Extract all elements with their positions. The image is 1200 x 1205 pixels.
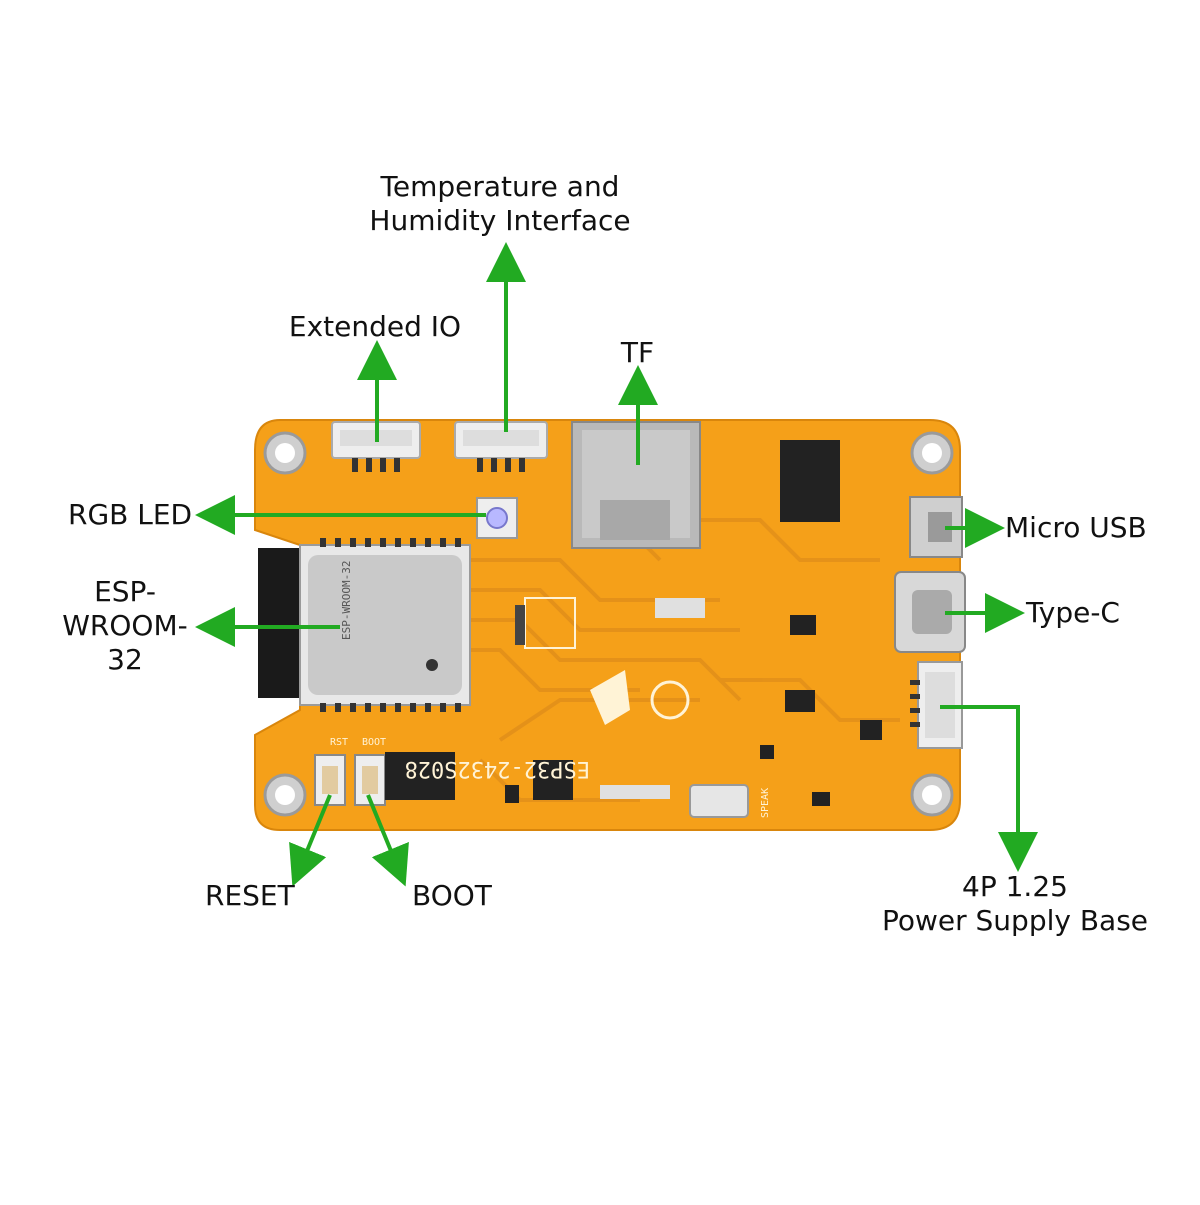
esp-pins: [320, 538, 461, 712]
pcb-traces: [470, 450, 900, 802]
esp-wroom-32-module: ESP-WROOM-32: [258, 538, 471, 712]
label-micro-usb: Micro USB: [1005, 511, 1147, 544]
u3-chip: [385, 752, 455, 800]
arrow-reset: [289, 794, 332, 887]
label-boot: BOOT: [412, 879, 492, 912]
arrow-power: [940, 705, 1038, 872]
speaker-connector: [689, 784, 749, 818]
label-type-c: Type-C: [1026, 596, 1120, 629]
mounting-holes: [263, 431, 954, 817]
label-tf: TF: [620, 336, 655, 369]
label-power-line2: Power Supply Base: [881, 904, 1149, 937]
arrow-boot: [366, 794, 409, 887]
label-power-supply: 4P 1.25 Power Supply Base: [870, 870, 1160, 938]
reset-silk: RST: [330, 737, 348, 748]
label-extended-io: Extended IO: [288, 310, 462, 343]
label-esp-line1: ESP-: [94, 575, 156, 608]
label-temp-humidity: Temperature and Humidity Interface: [350, 170, 650, 238]
label-rgb-led: RGB LED: [68, 498, 193, 531]
pcb-board: ESP-WROOM-32 RST BOOT SPEAK: [254, 419, 966, 831]
label-esp-line2: WROOM-: [62, 609, 188, 642]
label-esp-line3: 32: [107, 643, 143, 676]
board-logo: [590, 670, 690, 725]
boot-silk: BOOT: [362, 737, 386, 748]
micro-usb-port: [909, 496, 963, 558]
label-power-line1: 4P 1.25: [962, 870, 1068, 903]
annotation-arrows: [195, 242, 1038, 887]
temp-humidity-connector: [454, 421, 548, 472]
rgb-led-component: [476, 497, 518, 539]
label-esp: ESP- WROOM- 32: [45, 575, 205, 677]
u6-chip: [780, 440, 840, 522]
label-reset: RESET: [205, 879, 295, 912]
small-components: [505, 598, 882, 806]
speak-silk: SPEAK: [760, 788, 771, 818]
label-temp-humidity-line1: Temperature and: [380, 170, 620, 203]
label-temp-humidity-line2: Humidity Interface: [369, 204, 631, 237]
type-c-port: [894, 571, 966, 653]
esp-module-silk: ESP-WROOM-32: [340, 561, 353, 640]
tf-card-slot: [571, 421, 701, 549]
board-model-silk: ESP32-2432S028: [405, 756, 590, 781]
u5-chip: [533, 760, 573, 800]
